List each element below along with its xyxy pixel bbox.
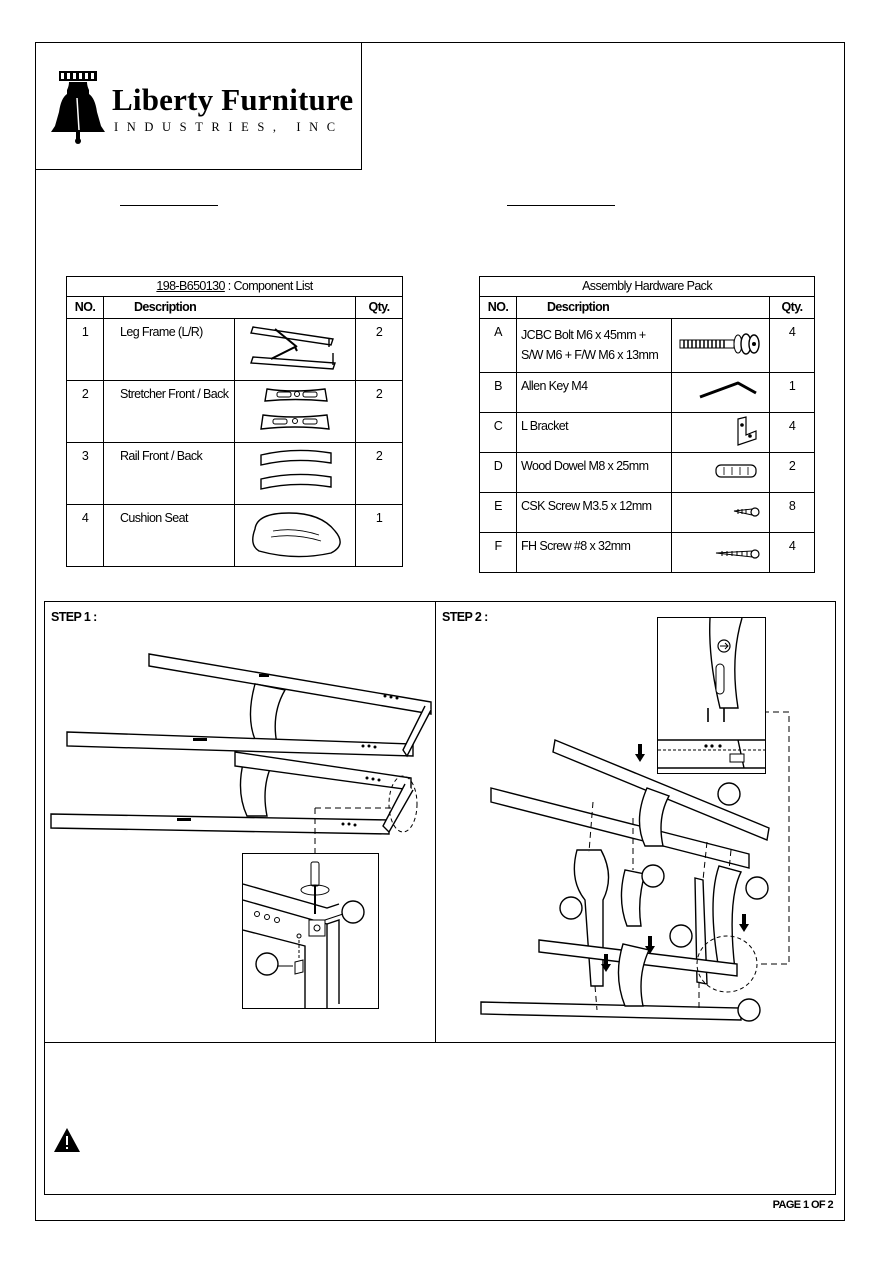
table-row: A JCBC Bolt M6 x 45mm +S/W M6 + F/W M6 x… (479, 318, 816, 373)
warning-icon (54, 1128, 80, 1152)
component-list-title: 198-B650130 : Component List (66, 276, 403, 297)
step-1-detail-diagram (243, 861, 365, 1008)
step-2-diagram (480, 711, 790, 1022)
col-description-header: Description (103, 296, 356, 319)
col-no-header: NO. (66, 296, 104, 319)
hardware-pack-table: Assembly Hardware Pack NO. Description Q… (478, 276, 816, 573)
table-row: 4 Cushion Seat 1 (66, 504, 403, 567)
step-1-label: STEP 1 : (51, 610, 97, 624)
table-row: C L Bracket 4 (479, 412, 816, 453)
fh-screw-icon (671, 532, 770, 573)
table-row: 2 Stretcher Front / Back 2 (66, 380, 403, 443)
stretcher-icon (234, 380, 356, 443)
notes-divider (44, 1042, 836, 1043)
brand-subtitle: INDUSTRIES, INC (114, 120, 344, 134)
blank-underline-right (507, 205, 615, 206)
step-1-diagram (50, 653, 432, 854)
col-description-header: Description (516, 296, 770, 319)
csk-screw-icon (671, 492, 770, 533)
table-row: F FH Screw #8 x 32mm 4 (479, 532, 816, 573)
col-qty-header: Qty. (355, 296, 403, 319)
l-bracket-icon (671, 412, 770, 453)
table-row: 1 Leg Frame (L/R) 2 (66, 318, 403, 381)
logo-box (35, 42, 362, 170)
step-2-detail-diagram (658, 618, 765, 769)
blank-underline-left (120, 205, 218, 206)
liberty-bell-icon (51, 71, 105, 144)
page-frame (35, 42, 845, 1221)
dowel-icon (671, 452, 770, 493)
rail-icon (234, 442, 356, 505)
steps-panel (44, 601, 836, 1195)
col-qty-header: Qty. (768, 296, 816, 319)
page-number: PAGE 1 OF 2 (772, 1199, 834, 1211)
table-row: B Allen Key M4 1 (479, 372, 816, 413)
allen-key-icon (671, 372, 770, 413)
col-no-header: NO. (479, 296, 517, 319)
hardware-pack-title: Assembly Hardware Pack (478, 276, 816, 297)
step-2-label: STEP 2 : (442, 610, 488, 624)
cushion-seat-icon (234, 504, 356, 567)
table-row: D Wood Dowel M8 x 25mm 2 (479, 452, 816, 493)
brand-name: Liberty Furniture (112, 82, 354, 117)
steps-divider (435, 601, 436, 1043)
table-row: E CSK Screw M3.5 x 12mm 8 (479, 492, 816, 533)
component-list-table: 198-B650130 : Component List NO. Descrip… (66, 276, 403, 567)
leg-frame-icon (234, 318, 356, 381)
bolt-icon (671, 318, 770, 373)
table-row: 3 Rail Front / Back 2 (66, 442, 403, 505)
